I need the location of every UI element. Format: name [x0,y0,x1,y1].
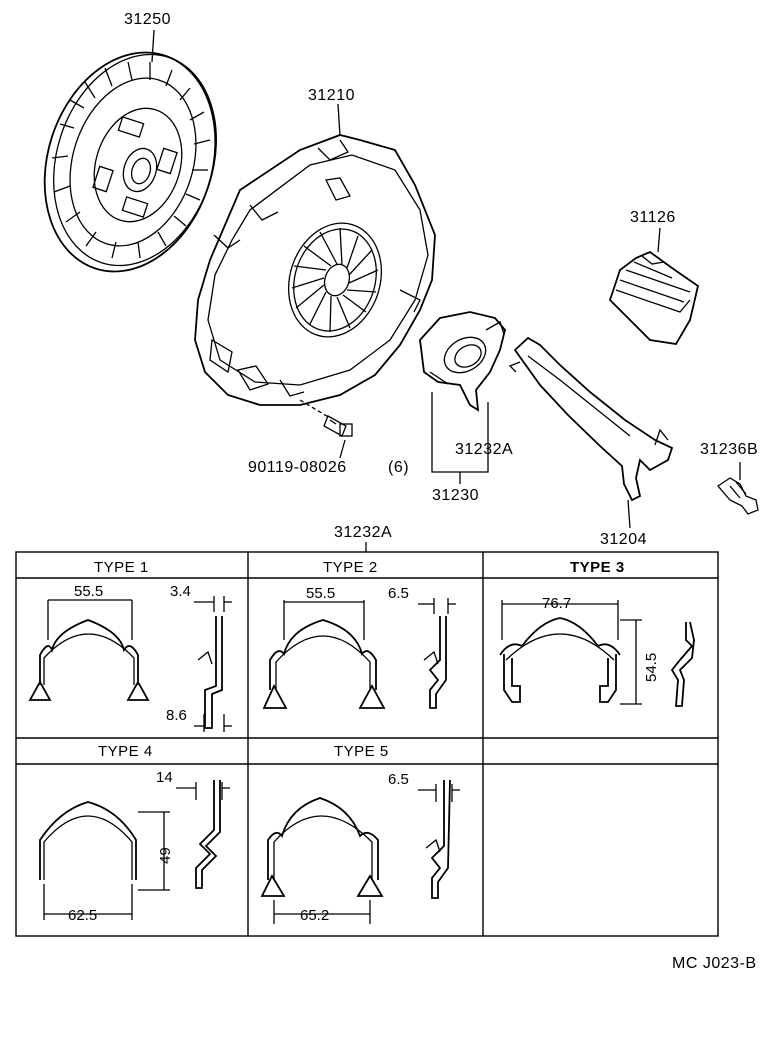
type-4-width: 62.5 [68,907,97,924]
type-4-thickness: 14 [156,769,173,786]
type-3-clip-drawing [499,617,695,707]
bolt-drawing [299,399,353,437]
release-fork-drawing [508,336,674,502]
type-1-thickness: 3.4 [170,583,191,600]
type-1-label: TYPE 1 [94,559,149,576]
type-3-label: TYPE 3 [570,559,625,576]
clutch-disc-drawing [43,51,217,273]
clutch-cover-drawing [194,134,436,406]
figure-code: MC J023-B [672,955,757,972]
part-31232A: 31232A [455,441,513,458]
type-3-width: 76.7 [542,595,571,612]
type-2-width: 55.5 [306,585,335,602]
part-31126: 31126 [630,209,676,226]
fork-support-drawing [717,477,759,515]
part-31236B: 31236B [700,441,758,458]
part-bolt-qty: (6) [388,459,409,476]
part-bolt: 90119-08026 [248,459,347,476]
type-2-label: TYPE 2 [323,559,378,576]
type-4-clip-drawing [39,780,221,889]
type-1-clip-drawing [28,616,223,729]
type-4-label: TYPE 4 [98,743,153,760]
part-31230: 31230 [432,487,479,504]
part-31250: 31250 [124,11,171,28]
part-31210: 31210 [308,87,355,104]
type-2-thickness: 6.5 [388,585,409,602]
clip-table-ref: 31232A [334,524,392,541]
release-boot-drawing [608,250,700,345]
part-31204: 31204 [600,531,647,548]
type-5-width: 65.2 [300,907,329,924]
clip-type-table [15,551,719,937]
type-3-height: 54.5 [643,653,660,682]
type-1-depth: 8.6 [166,707,187,724]
type-1-width: 55.5 [74,583,103,600]
type-5-label: TYPE 5 [334,743,389,760]
release-bearing-drawing [419,311,506,412]
type-5-clip-drawing [260,779,451,899]
type-5-thickness: 6.5 [388,771,409,788]
type-4-height: 49 [157,847,174,864]
type-2-clip-drawing [262,616,447,709]
